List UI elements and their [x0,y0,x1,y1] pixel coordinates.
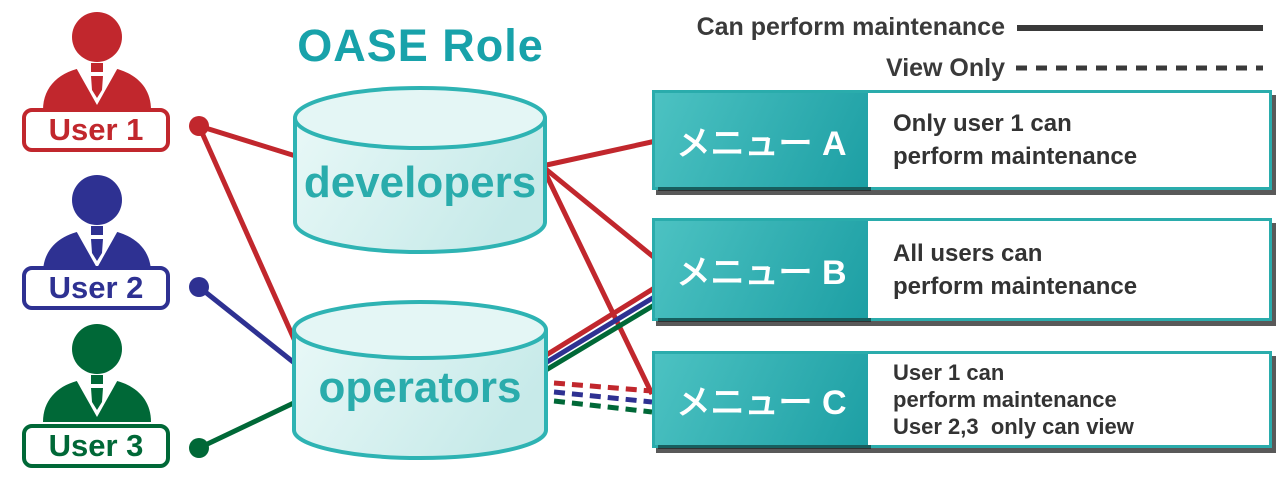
menu-b-label: メニュー B [655,221,868,318]
cylinder-body [292,330,548,460]
legend-maintenance-label: Can perform maintenance [696,13,1005,41]
menu-a-description: Only user 1 can perform maintenance [868,93,1269,187]
person-tie [91,226,103,261]
edge-operators-menuB-u3 [539,301,658,376]
person-tie [91,63,103,98]
menu-c-description-line: perform maintenance [893,387,1117,412]
edge-u2-operators [197,285,304,371]
menu-b-description-line: All users can [893,239,1043,267]
page-title: OASE Role [297,20,544,71]
menu-c-description-line: User 2,3 only can view [893,414,1134,439]
menu-c-description: User 1 can perform maintenance User 2,3 … [868,354,1269,445]
user-3-label: User 3 [22,424,170,468]
person-head [72,175,122,225]
edge-u1-operators [196,124,305,359]
role-cylinder-developers [293,86,547,254]
menu-c-card: メニュー C User 1 can perform maintenance Us… [652,351,1272,448]
user-2-icon [43,175,151,273]
edge-operators-menuC-u1 [553,380,653,394]
user-3-connector-dot [189,438,209,458]
edge-developers-menuC [539,164,655,396]
user-3-icon [43,324,151,422]
menu-c-label: メニュー C [655,354,868,445]
connection-edges [196,123,658,451]
user-2-connector-dot [189,277,209,297]
edge-developers-menuA [541,138,657,169]
menu-b-description: All users can perform maintenance [868,221,1269,318]
edge-developers-menuB [540,164,658,261]
user-1-label: User 1 [22,108,170,152]
cylinder-top [293,86,547,150]
menu-b-card: メニュー B All users can perform maintenance [652,218,1272,321]
legend-view-only-label: View Only [885,54,1005,82]
role-cylinder-operators [292,300,548,460]
edge-operators-menuB-u2 [540,293,658,368]
edge-operators-menuC-u3 [553,398,653,415]
role-label-developers: developers [303,158,537,207]
person-head [72,324,122,374]
edge-operators-menuB-u1 [541,284,658,360]
user-2-label: User 2 [22,266,170,310]
person-tie [91,375,103,410]
edge-operators-menuC-u2 [553,389,653,405]
edge-u3-operators [197,397,302,451]
menu-a-description-line: perform maintenance [893,143,1138,170]
menu-b-description-line: perform maintenance [893,272,1138,300]
user-1-icon [43,12,151,110]
menu-a-card: メニュー A Only user 1 can perform maintenan… [652,90,1272,190]
menu-a-label: メニュー A [655,93,868,187]
user-1-connector-dot [189,116,209,136]
cylinder-top [292,300,548,360]
menu-c-description-line: User 1 can [893,360,1005,385]
role-label-operators: operators [318,363,522,412]
cylinder-body [293,118,547,254]
person-head [72,12,122,62]
menu-a-description-line: Only user 1 can [893,110,1072,137]
